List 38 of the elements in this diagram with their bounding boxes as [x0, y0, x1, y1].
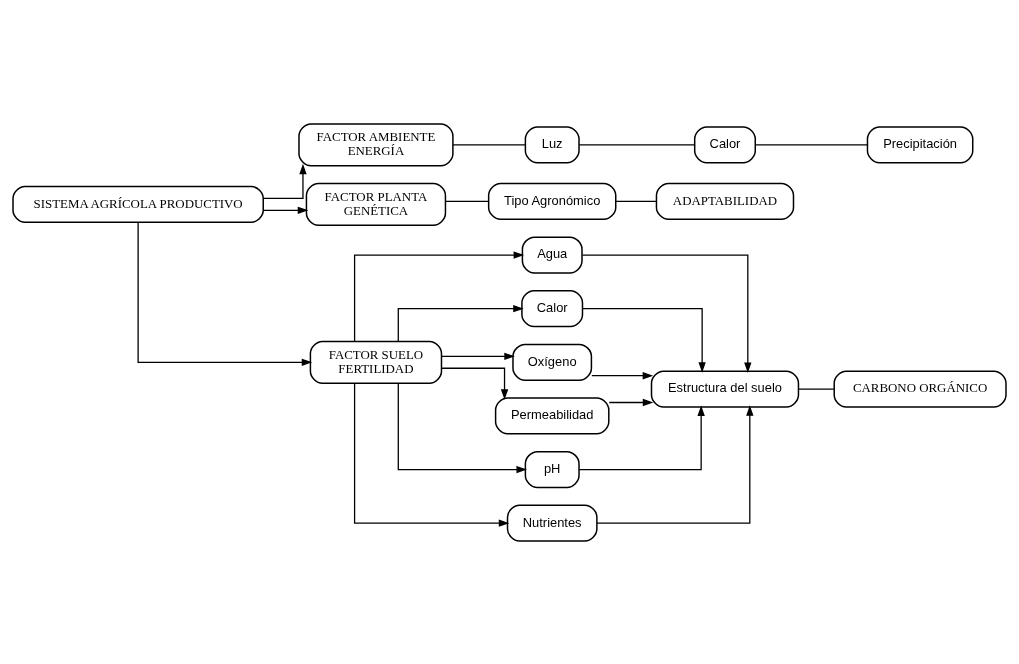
node-box: Tipo Agronómico: [487, 182, 617, 220]
node-box: Calor: [521, 289, 584, 327]
arrow: [137, 221, 313, 366]
node-box: Permeabilidad: [494, 396, 610, 435]
arrow: [262, 163, 307, 199]
node-box: ADAPTABILIDAD: [655, 182, 795, 220]
node-box: FACTOR PLANTA GENÉTICA: [305, 182, 447, 226]
node-box: SISTEMA AGRÍCOLA PRODUCTIVO: [12, 185, 264, 223]
arrow: [353, 250, 525, 342]
connector: [578, 143, 696, 145]
connector: [452, 143, 526, 145]
arrow: [581, 307, 706, 373]
arrow: [440, 352, 515, 360]
arrow: [596, 404, 754, 524]
arrow: [578, 404, 705, 470]
node-box: FACTOR AMBIENTE ENERGÍA: [298, 122, 454, 166]
node-box: Calor: [693, 125, 756, 163]
connector: [444, 200, 490, 202]
node-box: Oxígeno: [512, 343, 593, 381]
arrow: [608, 398, 654, 406]
node-box: Nutrientes: [506, 504, 598, 542]
arrow: [397, 382, 527, 473]
node-box: Estructura del suelo: [650, 370, 800, 408]
connector: [797, 387, 835, 390]
arrow: [441, 367, 509, 400]
arrow: [397, 304, 524, 342]
connector: [754, 143, 869, 145]
arrow: [591, 371, 654, 379]
node-box: FACTOR SUELO FERTILIDAD: [309, 340, 443, 384]
node-box: Precipitación: [866, 125, 974, 163]
arrow: [353, 382, 510, 527]
node-box: pH: [524, 450, 580, 488]
arrow: [262, 206, 309, 214]
arrow: [581, 253, 752, 373]
node-box: CARBONO ORGÁNICO: [833, 370, 1007, 408]
connector: [615, 200, 657, 202]
node-box: Agua: [521, 235, 583, 274]
node-box: Luz: [524, 125, 580, 163]
